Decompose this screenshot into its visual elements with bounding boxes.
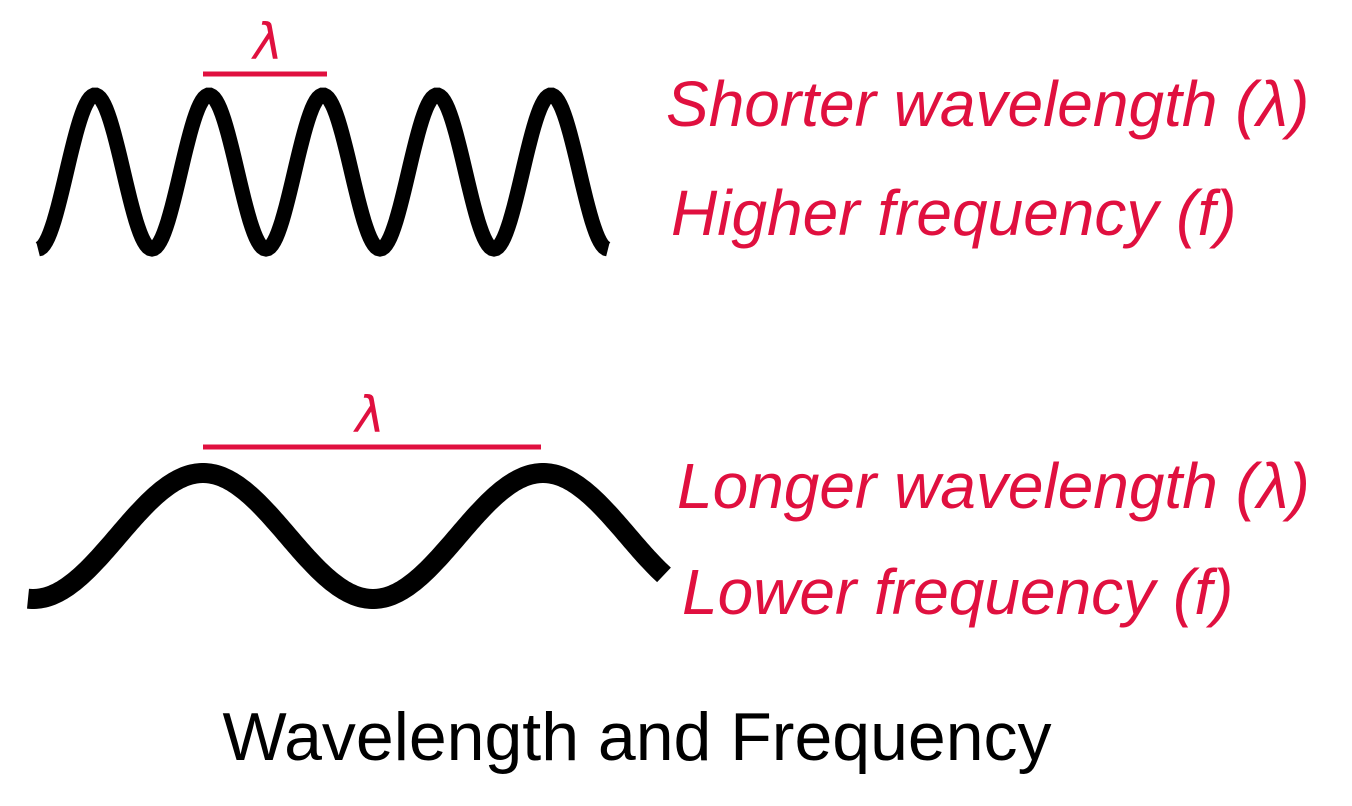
diagram-caption: Wavelength and Frequency: [222, 699, 1051, 775]
short-wavelength-label: Shorter wavelength (λ): [666, 68, 1309, 140]
short-wave-group: λ: [35, 13, 611, 257]
lower-frequency-label: Lower frequency (f): [682, 556, 1233, 628]
higher-frequency-label: Higher frequency (f): [671, 177, 1237, 249]
short-wavelength-symbol: λ: [250, 13, 283, 71]
short-wave-curve: [35, 87, 611, 257]
long-wave-group: λ: [27, 386, 671, 609]
longer-wavelength-label: Longer wavelength (λ): [677, 450, 1310, 522]
long-wavelength-symbol: λ: [352, 386, 385, 444]
long-wave-curve: [27, 463, 671, 609]
